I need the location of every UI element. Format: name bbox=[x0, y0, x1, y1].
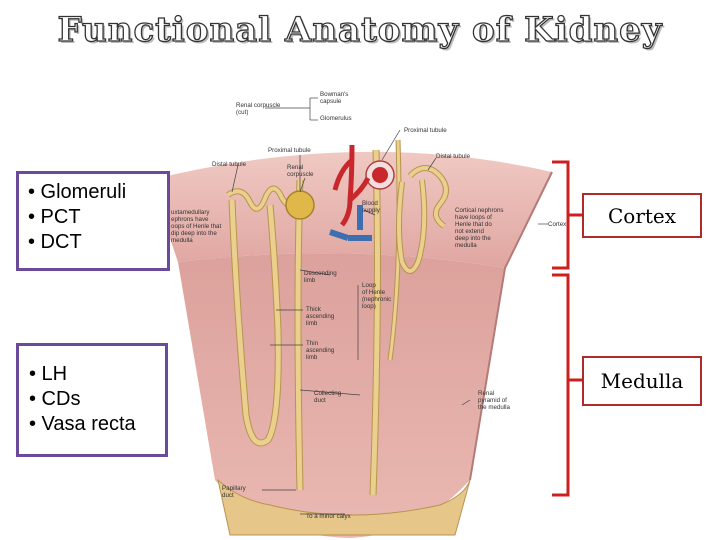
collecting-duct-inner-fill bbox=[388, 139, 401, 361]
page-title: Functional Anatomy of Kidney bbox=[57, 9, 663, 50]
svg-text:loop): loop) bbox=[362, 303, 376, 310]
label-renal-corpuscle: Renal bbox=[287, 164, 303, 171]
svg-text:pyramid of: pyramid of bbox=[478, 397, 507, 404]
cortical-loop-fill bbox=[397, 179, 427, 273]
juxtamedullary-loop-fill bbox=[229, 199, 281, 446]
label-collecting-duct: Collecting bbox=[314, 390, 342, 397]
cortex-label: Cortex bbox=[582, 193, 702, 238]
svg-text:capsule: capsule bbox=[320, 98, 342, 105]
list-item: • Vasa recta bbox=[29, 413, 136, 435]
papilla bbox=[217, 478, 471, 536]
label-papillary-duct: Papillary bbox=[222, 485, 247, 492]
svg-text:deep into the: deep into the bbox=[455, 235, 491, 242]
label-renal-corpuscle-full: Renal corpuscle bbox=[236, 102, 281, 109]
label-juxtamedullary: uxtamedullary bbox=[171, 209, 210, 216]
svg-text:(cut): (cut) bbox=[236, 109, 248, 116]
svg-text:(nephronic: (nephronic bbox=[362, 296, 391, 303]
svg-text:ascending: ascending bbox=[306, 313, 335, 320]
label-distal-tubule-right: Distal tubule bbox=[436, 153, 471, 160]
label-distal-tubule-left: Distal tubule bbox=[212, 161, 247, 168]
list-item: • DCT bbox=[28, 231, 82, 253]
medulla-region bbox=[178, 253, 505, 538]
label-proximal-tubule-top: Proximal tubule bbox=[404, 127, 447, 134]
svg-text:not extend: not extend bbox=[455, 228, 484, 235]
leader-lines bbox=[231, 97, 548, 515]
list-item: • Glomeruli bbox=[28, 181, 127, 203]
svg-text:dip deep into the: dip deep into the bbox=[171, 230, 217, 237]
label-loop-of-henle: Loop bbox=[362, 282, 376, 289]
svg-text:oops of Henle that: oops of Henle that bbox=[171, 223, 222, 230]
capsule-edge bbox=[469, 171, 553, 481]
medulla-structures-box: • LH • CDs • Vasa recta bbox=[16, 343, 168, 457]
svg-text:corpuscle: corpuscle bbox=[287, 171, 314, 178]
svg-text:supply: supply bbox=[362, 207, 381, 214]
label-to-minor-calyx: To a minor calyx bbox=[306, 513, 352, 520]
list-item: • CDs bbox=[29, 388, 81, 410]
medulla-bracket bbox=[552, 273, 582, 497]
svg-text:limb: limb bbox=[306, 354, 318, 361]
svg-text:have loops of: have loops of bbox=[455, 214, 492, 221]
svg-text:duct: duct bbox=[222, 492, 234, 499]
vein bbox=[329, 205, 372, 241]
figure-labels: Bowman's capsule Renal corpuscle (cut) G… bbox=[171, 91, 567, 520]
label-proximal-tubule: Proximal tubule bbox=[268, 147, 311, 154]
label-renal-pyramid: Renal bbox=[478, 390, 494, 397]
svg-text:ascending: ascending bbox=[306, 347, 335, 354]
label-bowmans-capsule: Bowman's bbox=[320, 91, 348, 98]
renal-corpuscle-left bbox=[285, 190, 315, 220]
svg-text:of Henle: of Henle bbox=[362, 289, 386, 296]
cortex-bracket bbox=[552, 160, 582, 270]
label-cortex-small: Cortex bbox=[548, 221, 567, 228]
svg-text:duct: duct bbox=[314, 397, 326, 404]
medulla-label: Medulla bbox=[582, 356, 702, 406]
svg-text:medulla: medulla bbox=[455, 242, 477, 249]
svg-text:ephrons have: ephrons have bbox=[171, 216, 209, 223]
svg-text:medulla: medulla bbox=[171, 237, 193, 244]
list-item: • LH bbox=[29, 363, 68, 385]
glomerulus bbox=[372, 167, 388, 183]
cortical-convolution-fill bbox=[408, 166, 448, 228]
svg-text:limb: limb bbox=[306, 320, 318, 327]
svg-text:the medulla: the medulla bbox=[478, 404, 511, 411]
collecting-duct-left-fill bbox=[295, 179, 303, 491]
list-item: • PCT bbox=[28, 206, 81, 228]
collecting-duct-right-fill bbox=[370, 149, 380, 496]
label-blood-supply: Blood bbox=[362, 200, 378, 207]
svg-text:Henle that do: Henle that do bbox=[455, 221, 492, 228]
artery bbox=[332, 144, 371, 227]
cortex-structures-box: • Glomeruli • PCT • DCT bbox=[16, 171, 170, 271]
label-thick-ascending: Thick bbox=[306, 306, 322, 313]
svg-text:limb: limb bbox=[304, 277, 316, 284]
label-descending-limb: Descending bbox=[304, 270, 337, 277]
label-thin-ascending: Thin bbox=[306, 340, 319, 347]
label-glomerulus: Glomerulus bbox=[320, 115, 352, 122]
label-cortical-nephrons: Cortical nephrons bbox=[455, 207, 504, 214]
